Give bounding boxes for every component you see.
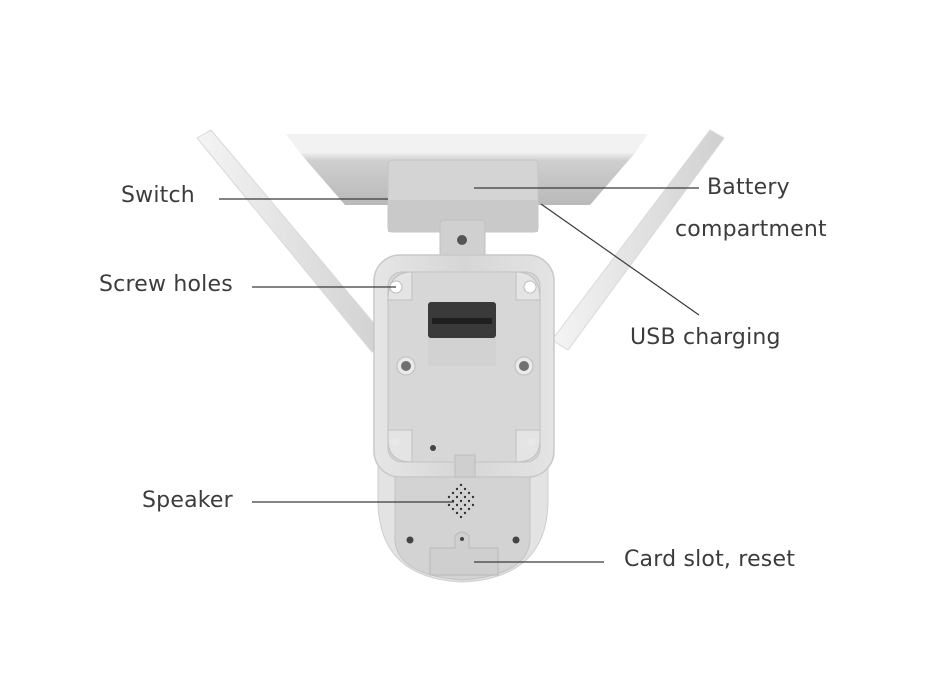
label-battery-line1: Battery — [707, 175, 790, 200]
card-slot-cover — [406, 531, 520, 576]
label-switch: Switch — [121, 183, 195, 208]
right-antenna — [551, 129, 725, 351]
label-battery-line2: compartment — [675, 217, 827, 242]
label-card-slot-reset: Card slot, reset — [624, 547, 796, 572]
leader-lines — [219, 187, 700, 563]
label-screw-holes: Screw holes — [99, 272, 233, 297]
usb-leader-line — [540, 203, 700, 316]
battery-compartment-block — [387, 159, 539, 261]
label-speaker: Speaker — [142, 488, 233, 513]
speaker-grille — [447, 483, 475, 519]
camera-body — [373, 254, 555, 583]
label-usb-charging: USB charging — [630, 325, 781, 350]
